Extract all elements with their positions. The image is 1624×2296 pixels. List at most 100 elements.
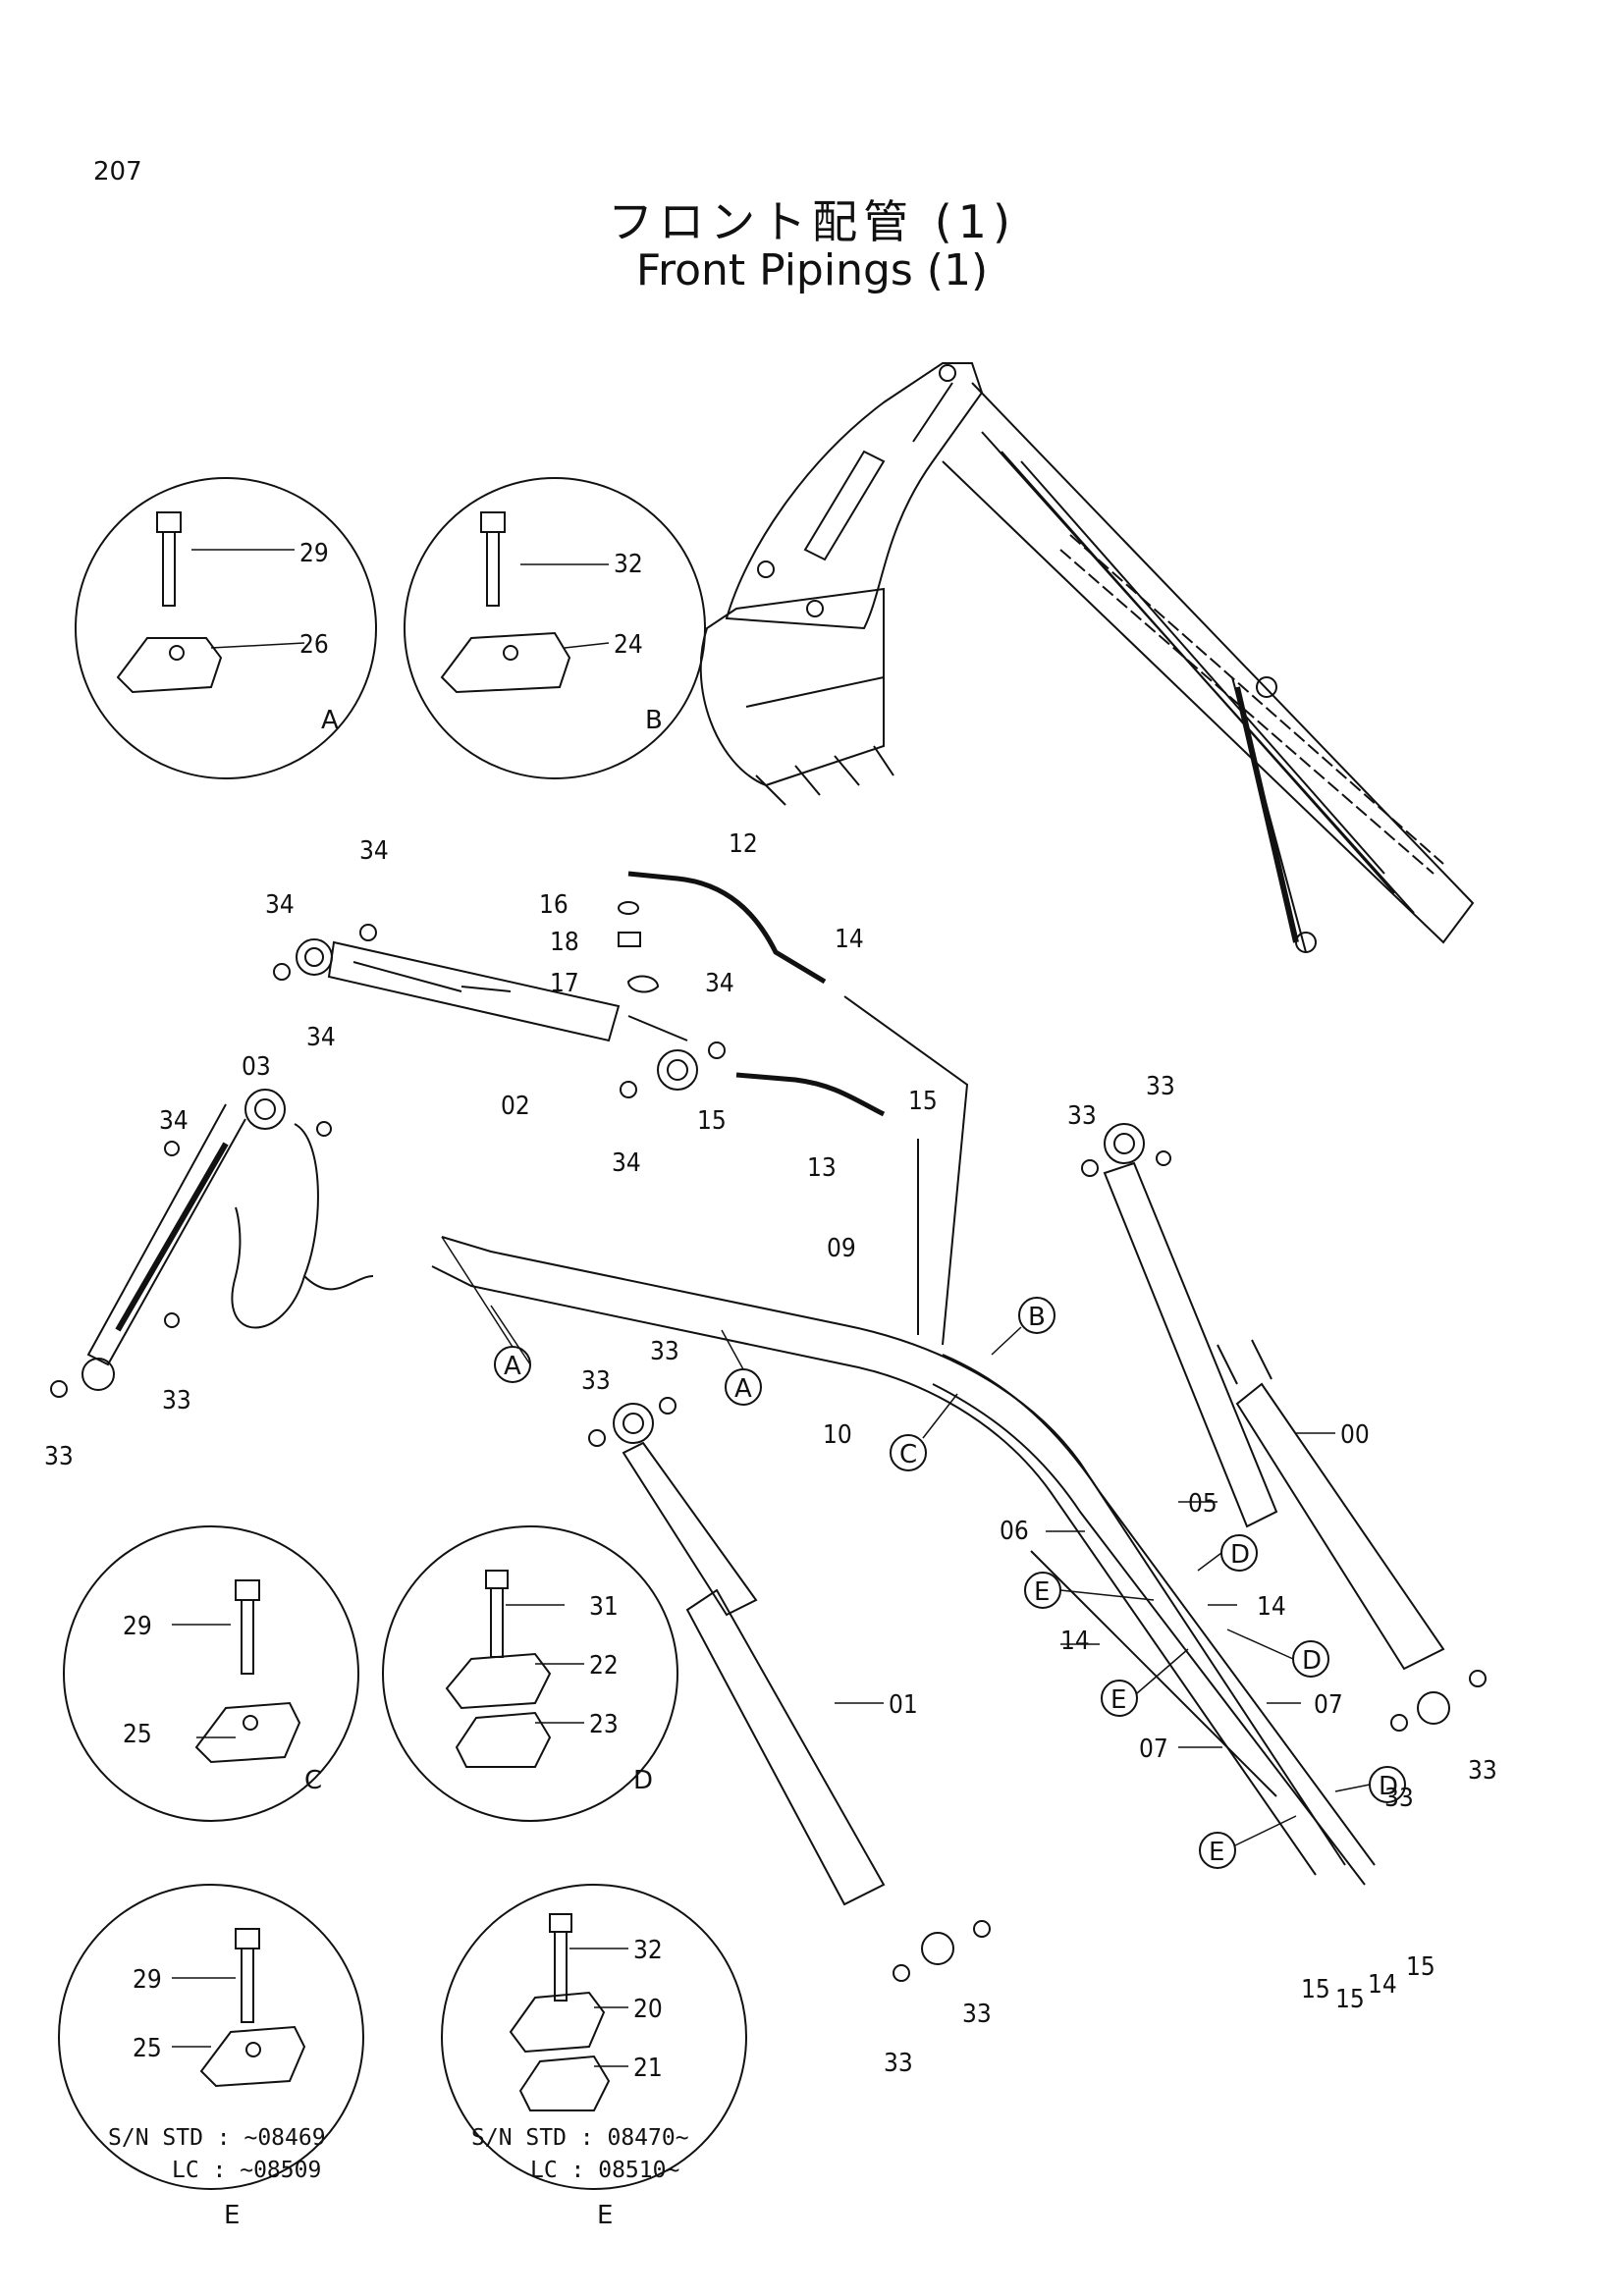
detail-a-bolt-clamp [116, 511, 223, 694]
label-15-right: 15 [908, 1087, 938, 1116]
label-14-bottom: 14 [1368, 1970, 1397, 2000]
label-17: 17 [550, 969, 579, 998]
label-25-detail-e1: 25 [133, 2034, 162, 2063]
label-07-right: 07 [1314, 1690, 1343, 1720]
label-14-d: 14 [1257, 1592, 1286, 1622]
label-18: 18 [550, 928, 579, 957]
excavator-front-illustration [699, 362, 1475, 953]
label-29-detail-e1: 29 [133, 1965, 162, 1995]
label-13: 13 [807, 1153, 837, 1183]
pipe-13 [735, 1072, 886, 1117]
label-34-left: 34 [265, 890, 295, 920]
label-34-mid: 34 [705, 969, 734, 998]
detail-circle-e1 [58, 1884, 364, 2190]
detail-e1-bolt-clamp [199, 1928, 306, 2088]
label-33-bottom-b: 33 [884, 2049, 913, 2078]
arm-cylinder-assembly [273, 924, 726, 1098]
pipe-09 [441, 1236, 1346, 1866]
label-15-bottom-a: 15 [1301, 1975, 1330, 2004]
label-21: 21 [633, 2054, 663, 2083]
page-number: 207 [93, 157, 142, 187]
detail-circle-c [63, 1525, 359, 1822]
label-34-top: 34 [359, 836, 389, 866]
callout-b: B [1028, 1303, 1046, 1332]
pipe-12 [627, 871, 827, 985]
serial-note-e1-line2: LC : ~08509 [172, 2158, 321, 2183]
callout-a-1: A [504, 1352, 521, 1381]
callout-c: C [899, 1440, 917, 1469]
label-32-detail-e2: 32 [633, 1936, 663, 1965]
detail-d-bolt-clamp [445, 1570, 552, 1768]
detail-circle-e2 [441, 1884, 747, 2190]
label-33-bottom-a: 33 [962, 2000, 992, 2029]
label-33-mid-b: 33 [581, 1366, 611, 1396]
label-14-top: 14 [835, 925, 864, 954]
label-33-left-a: 33 [162, 1386, 191, 1415]
label-33-top-b: 33 [1067, 1101, 1097, 1131]
callout-d-1: D [1230, 1540, 1250, 1570]
bucket-cylinder-assembly [50, 1089, 374, 1398]
callout-e-2: E [1110, 1685, 1126, 1715]
detail-circle-a [75, 477, 377, 779]
label-07-left: 07 [1139, 1735, 1168, 1764]
callout-e-1: E [1034, 1577, 1050, 1607]
detail-letter-a: A [321, 706, 339, 735]
callout-e-3: E [1209, 1838, 1224, 1867]
detail-c-bolt-clamp [194, 1579, 301, 1764]
callout-d-2: D [1302, 1646, 1322, 1676]
boom-cylinder-left [588, 1397, 991, 1982]
label-34-cyl: 34 [306, 1023, 336, 1052]
detail-e2-bolt-clamp [509, 1913, 611, 2111]
pipe-05 [942, 1354, 1376, 1866]
label-33-mid-a: 33 [650, 1337, 679, 1366]
detail-circle-b [404, 477, 706, 779]
label-14-e: 14 [1060, 1627, 1090, 1656]
detail-circle-d [382, 1525, 678, 1822]
callout-d-3: D [1379, 1772, 1398, 1801]
label-34-bottom: 34 [612, 1148, 641, 1178]
label-01: 01 [889, 1690, 918, 1720]
label-12: 12 [729, 829, 758, 859]
label-15-bottom-c: 15 [1406, 1952, 1435, 1982]
label-23: 23 [589, 1710, 619, 1739]
detail-letter-d: D [633, 1766, 653, 1795]
label-26: 26 [299, 630, 329, 660]
label-33-left-b: 33 [44, 1442, 74, 1471]
label-29-detail-a: 29 [299, 539, 329, 568]
label-03: 03 [242, 1052, 271, 1082]
pipe-line-14 [843, 995, 969, 1346]
label-05: 05 [1188, 1489, 1218, 1519]
label-32-detail-b: 32 [614, 550, 643, 579]
label-10: 10 [823, 1420, 852, 1450]
label-25-detail-c: 25 [123, 1720, 152, 1749]
serial-note-e2-line2: LC : 08510~ [530, 2158, 679, 2183]
label-06: 06 [1000, 1517, 1029, 1546]
label-20: 20 [633, 1995, 663, 2024]
label-24: 24 [614, 630, 643, 660]
detail-letter-c: C [304, 1766, 322, 1795]
page-title-japanese: フロント配管 (1) [608, 195, 1016, 248]
label-15-mid: 15 [697, 1106, 727, 1136]
label-15-bottom-b: 15 [1335, 1985, 1365, 2014]
serial-note-e2-line1: S/N STD : 08470~ [471, 2125, 689, 2151]
detail-letter-b: B [645, 706, 663, 735]
label-33-top-a: 33 [1146, 1072, 1175, 1101]
label-34-left-low: 34 [159, 1106, 189, 1136]
label-31: 31 [589, 1592, 619, 1622]
boom-cylinder-right [1081, 1123, 1487, 1732]
callout-a-2: A [734, 1374, 752, 1404]
pipe-10 [431, 1265, 1317, 1876]
label-16: 16 [539, 890, 568, 920]
page-title-english: Front Pipings (1) [635, 245, 989, 295]
label-09: 09 [827, 1234, 856, 1263]
label-33-right-b: 33 [1384, 1784, 1414, 1813]
serial-note-e1-line1: S/N STD : ~08469 [108, 2125, 326, 2151]
detail-letter-e1: E [224, 2201, 240, 2230]
label-02: 02 [501, 1092, 530, 1121]
label-00: 00 [1340, 1420, 1370, 1450]
label-22: 22 [589, 1651, 619, 1681]
detail-b-bolt-clamp [440, 511, 571, 694]
detail-letter-e2: E [597, 2201, 613, 2230]
